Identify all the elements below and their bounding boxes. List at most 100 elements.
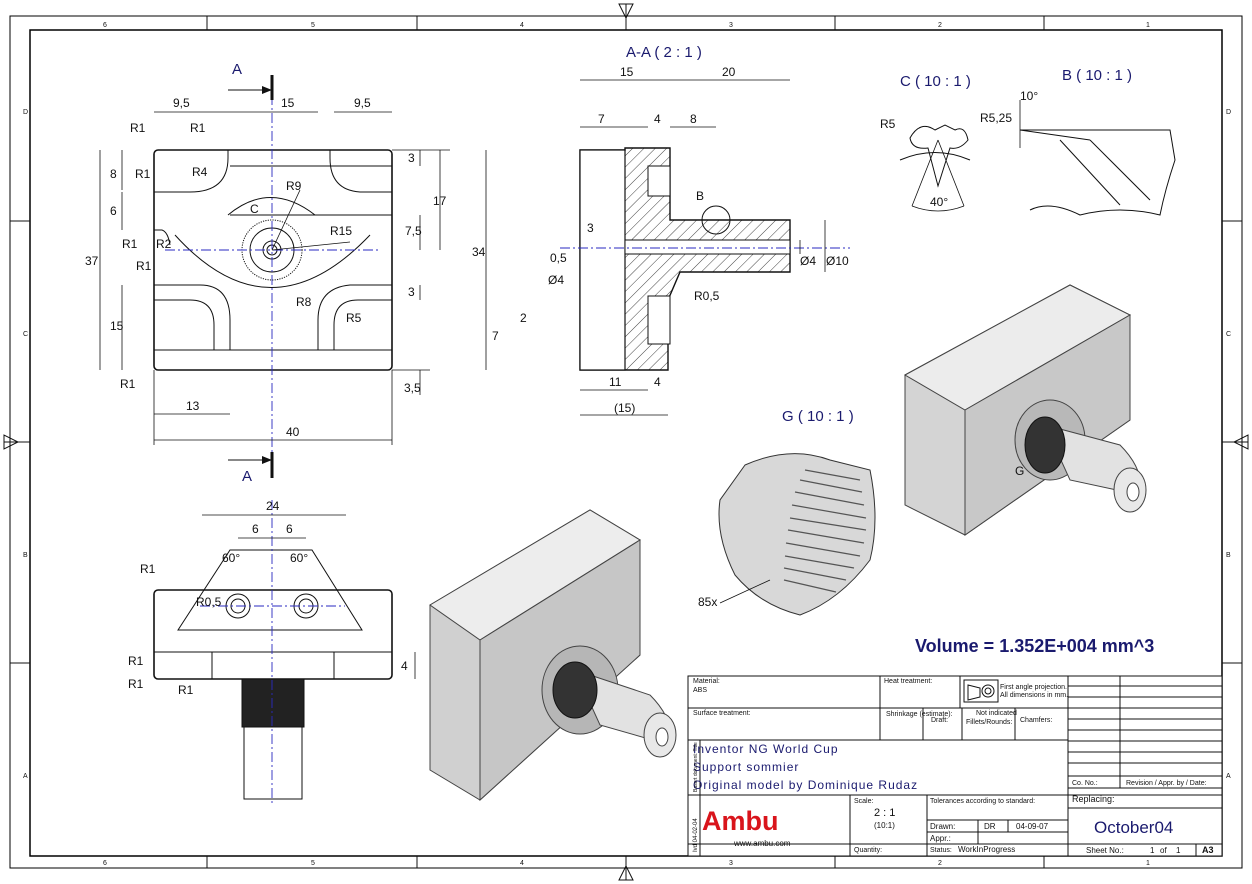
title-block: Material: ABS Heat treatment: First angl… bbox=[687, 675, 1223, 857]
dim-front-23: R1 bbox=[120, 377, 136, 391]
dim-section-15: 11 bbox=[609, 375, 622, 389]
tb-co-no: Co. No.: bbox=[1072, 780, 1098, 787]
detail-g-title: G ( 10 : 1 ) bbox=[782, 408, 854, 425]
zone-row-a-right: A bbox=[1226, 773, 1231, 780]
dim-front-16: 3 bbox=[408, 151, 415, 165]
zone-col-6: 6 bbox=[103, 22, 107, 29]
dim-bottom-7: R0,5 bbox=[196, 595, 222, 609]
dim-bottom-3: 6 bbox=[286, 522, 293, 536]
dim-section-10: 7 bbox=[492, 329, 499, 343]
dim-bottom-2: 6 bbox=[252, 522, 259, 536]
tb-status-label: Status: bbox=[930, 847, 952, 854]
tb-line2: Support sommier bbox=[693, 760, 799, 774]
bottom-view: 24 6 6 60° 60° R1 R0,5 R1 R1 R1 4 bbox=[128, 499, 416, 805]
tb-drawn-by: DR bbox=[984, 822, 996, 831]
tb-chamfers-label: Chamfers: bbox=[1020, 717, 1052, 724]
tb-side-note: Ivd 04-02-04 bbox=[693, 818, 699, 852]
dim-front-11: R15 bbox=[330, 224, 352, 238]
zone-col-4: 4 bbox=[520, 22, 524, 29]
zone-col-4-bottom: 4 bbox=[520, 860, 524, 867]
tb-replacing: Replacing: bbox=[1072, 794, 1115, 804]
dim-section-8: Ø4 bbox=[548, 273, 564, 287]
dim-front-1: 9,5 bbox=[173, 96, 190, 110]
dim-section-3: 7 bbox=[598, 112, 605, 126]
dim-section-14: R0,5 bbox=[694, 289, 720, 303]
tb-side-note2: Basert dokument: Title bbox=[693, 742, 699, 792]
dim-front-2: 15 bbox=[281, 96, 295, 110]
tb-surface-label: Surface treatment: bbox=[693, 710, 751, 717]
detail-b-callout: B bbox=[696, 189, 704, 203]
zone-row-d: D bbox=[23, 109, 28, 116]
tb-shrinkage-label: Shrinkage (estimate): bbox=[886, 711, 953, 718]
dim-front-14: R1 bbox=[136, 259, 152, 273]
detail-c-title: C ( 10 : 1 ) bbox=[900, 73, 971, 90]
dim-section-12: Ø4 bbox=[800, 254, 816, 268]
dim-detail-3: 40° bbox=[930, 195, 948, 209]
dim-front-15: 37 bbox=[85, 254, 99, 268]
iso-view-upper: G bbox=[903, 284, 1147, 536]
tb-fillets-label: Fillets/Rounds: bbox=[966, 719, 1012, 726]
zone-col-5-bottom: 5 bbox=[311, 860, 315, 867]
tb-of: of bbox=[1160, 846, 1167, 855]
tb-scale-label: Scale: bbox=[854, 798, 874, 805]
dim-front-24: 3,5 bbox=[404, 381, 421, 395]
tb-quantity-label: Quantity: bbox=[854, 847, 882, 854]
dim-front-6: R4 bbox=[192, 165, 208, 179]
dim-section-9: 2 bbox=[520, 311, 527, 325]
zone-row-b-right: B bbox=[1226, 552, 1231, 559]
detail-b-view: B ( 10 : 1 ) 10° bbox=[1019, 67, 1176, 216]
tb-draft-label: Draft: bbox=[931, 717, 948, 724]
dim-section-17: (15) bbox=[614, 401, 635, 415]
tb-appr-label: Appr.: bbox=[930, 834, 951, 843]
dim-bottom-1: 24 bbox=[266, 499, 280, 513]
dim-section-16: 4 bbox=[654, 375, 661, 389]
tb-sheet-label: Sheet No.: bbox=[1086, 846, 1124, 855]
zone-col-1: 1 bbox=[1146, 22, 1150, 29]
dim-detail-1: R5 bbox=[880, 117, 896, 131]
cut-label-top: A bbox=[232, 61, 242, 78]
zone-row-d-right: D bbox=[1226, 109, 1231, 116]
tb-material: ABS bbox=[693, 687, 707, 694]
zone-col-1-bottom: 1 bbox=[1146, 860, 1150, 867]
tb-heat-label: Heat treatment: bbox=[884, 678, 932, 685]
dim-front-4: R1 bbox=[130, 121, 146, 135]
zone-col-3-bottom: 3 bbox=[729, 860, 733, 867]
tb-projection-note: First angle projection. bbox=[1000, 684, 1067, 691]
tb-revision: Revision / Appr. by / Date: bbox=[1126, 780, 1207, 787]
dim-section-7: 0,5 bbox=[550, 251, 567, 265]
zone-row-c: C bbox=[23, 331, 28, 338]
dim-front-18: 7,5 bbox=[405, 224, 422, 238]
tb-sheet-total: 1 bbox=[1176, 846, 1181, 855]
dim-front-8: R1 bbox=[135, 167, 151, 181]
front-view: A A C 9,5 15 9,5 R1 R1 R4 8 R1 6 R9 R15 … bbox=[85, 61, 450, 485]
tb-status: WorkInProgress bbox=[958, 845, 1015, 854]
zone-col-6-bottom: 6 bbox=[103, 860, 107, 867]
tb-units-note: All dimensions in mm. bbox=[1000, 692, 1068, 699]
iso-view-lower bbox=[429, 509, 677, 802]
dim-front-13: R2 bbox=[156, 237, 172, 251]
dim-front-26: 40 bbox=[286, 425, 300, 439]
tb-not-indicated: Not indicated bbox=[976, 710, 1017, 717]
tb-size: A3 bbox=[1202, 845, 1214, 855]
dim-front-10: R9 bbox=[286, 179, 302, 193]
zone-labels: 6 5 4 3 2 1 6 5 4 3 2 1 D C B A D C B A bbox=[23, 22, 1231, 867]
dim-front-19: 3 bbox=[408, 285, 415, 299]
cut-label-bottom: A bbox=[242, 468, 252, 485]
dim-bottom-10: R1 bbox=[178, 683, 194, 697]
dim-front-21: R8 bbox=[296, 295, 312, 309]
zone-row-c-right: C bbox=[1226, 331, 1231, 338]
section-view: B A-A ( 2 : 1 ) 15 20 7 4 8 3 0,5 Ø4 2 7… bbox=[472, 44, 850, 416]
dim-front-25: 13 bbox=[186, 399, 200, 413]
dim-front-22: R5 bbox=[346, 311, 362, 325]
dim-bottom-9: R1 bbox=[128, 677, 144, 691]
dim-bottom-8: R1 bbox=[128, 654, 144, 668]
section-title: A-A ( 2 : 1 ) bbox=[626, 44, 702, 61]
zone-row-b: B bbox=[23, 552, 28, 559]
dim-bottom-5: 60° bbox=[290, 551, 308, 565]
centering-marks bbox=[3, 3, 1249, 881]
dim-section-2: 20 bbox=[722, 65, 736, 79]
dim-bottom-11: 4 bbox=[401, 659, 408, 673]
dim-detail-5: 85x bbox=[698, 595, 717, 609]
tb-scale: 2 : 1 bbox=[874, 807, 895, 819]
